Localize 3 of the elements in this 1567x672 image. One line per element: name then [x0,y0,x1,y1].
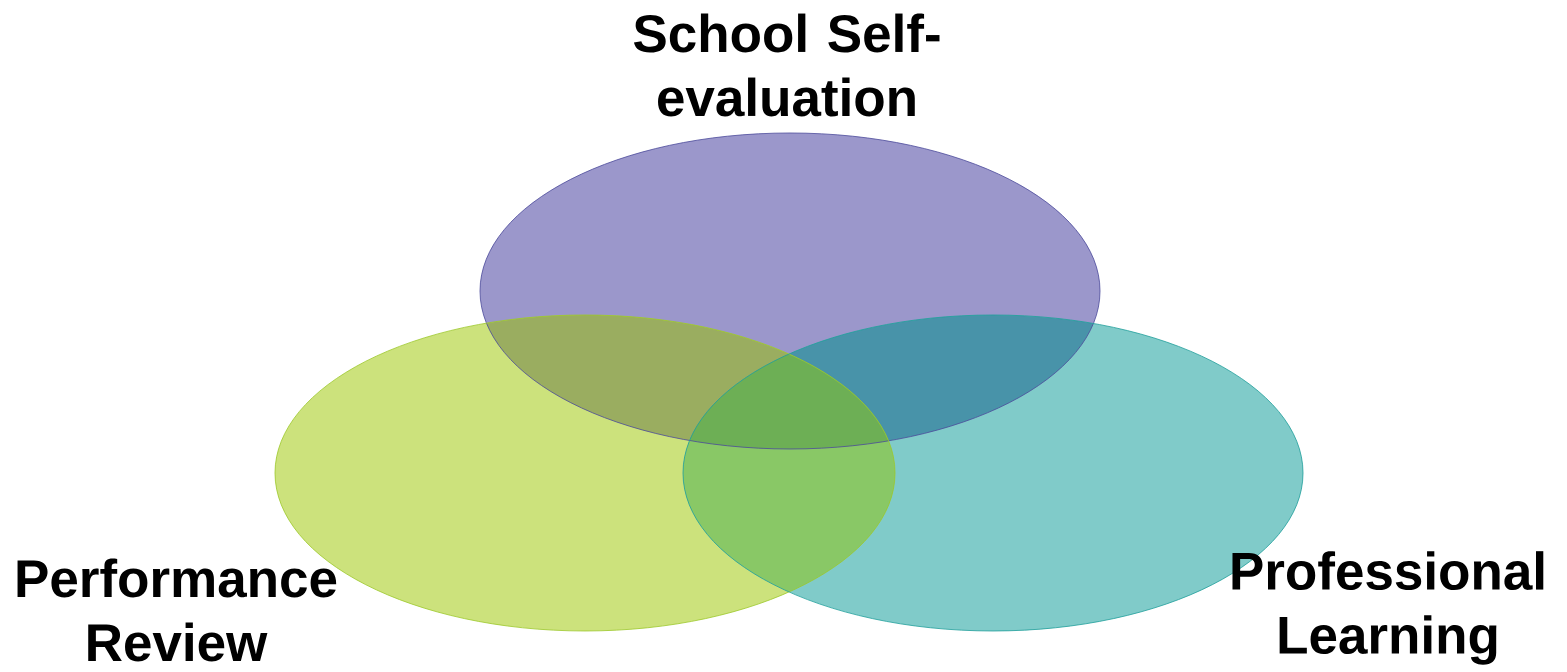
circle-label: Professional Learning [1232,551,1544,665]
circle-label: Performance Review [17,558,337,662]
circle-label: School Self-evaluation [633,13,940,117]
